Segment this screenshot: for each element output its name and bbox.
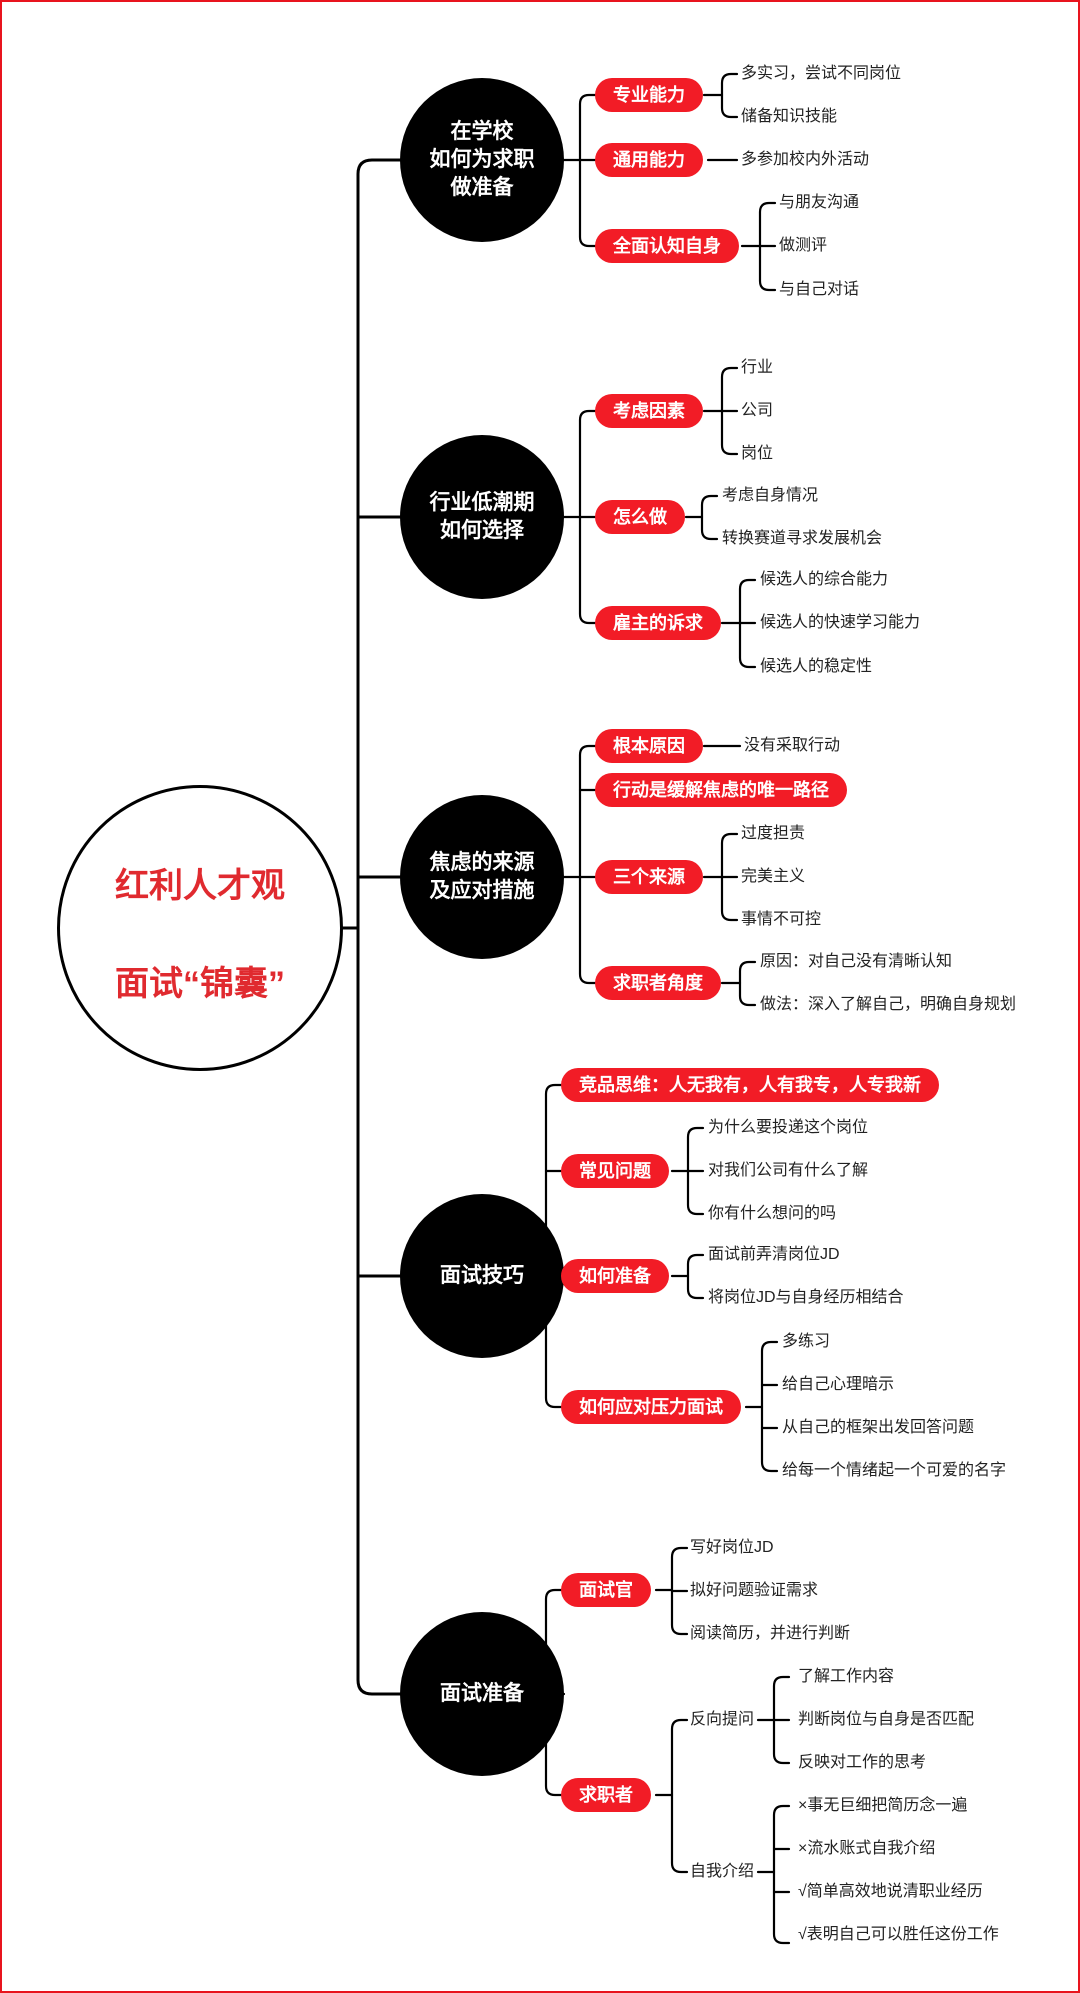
pill-job-seeker: 求职者 <box>561 1778 651 1812</box>
leaf-text: 过度担责 <box>741 825 806 842</box>
pill-how-to-prepare: 如何准备 <box>561 1259 669 1293</box>
leaf-text: 公司 <box>741 402 774 419</box>
pill-what-to-do: 怎么做 <box>595 500 685 534</box>
leaf-text: 了解工作内容 <box>798 1668 895 1685</box>
group-self-intro: 自我介绍 <box>690 1863 755 1880</box>
pill-three-sources: 三个来源 <box>595 860 703 894</box>
leaf-text: 岗位 <box>741 445 774 462</box>
leaf-text: 转换赛道寻求发展机会 <box>722 530 883 547</box>
pill-self-awareness: 全面认知自身 <box>595 229 739 263</box>
group-reverse-questions: 反向提问 <box>690 1711 755 1728</box>
leaf-text: ×事无巨细把简历念一遍 <box>798 1797 968 1814</box>
leaf-text: 考虑自身情况 <box>722 487 819 504</box>
leaf-text: 写好岗位JD <box>690 1539 774 1556</box>
pill-competitive-thinking: 竞品思维：人无我有，人有我专，人专我新 <box>561 1068 939 1102</box>
pill-interviewer: 面试官 <box>561 1573 651 1607</box>
leaf-text: 做法：深入了解自己，明确自身规划 <box>760 996 1017 1013</box>
pill-general-skills: 通用能力 <box>595 143 703 177</box>
leaf-text: 原因：对自己没有清晰认知 <box>760 953 953 970</box>
leaf-text: 反映对工作的思考 <box>798 1754 927 1771</box>
leaf-text: 拟好问题验证需求 <box>690 1582 819 1599</box>
root-title: 红利人才观 <box>115 867 285 905</box>
leaf-text: 给每一个情绪起一个可爱的名字 <box>782 1462 1007 1479</box>
leaf-text: 面试前弄清岗位JD <box>708 1246 840 1263</box>
branch-node-industry-downturn: 行业低潮期 如何选择 <box>400 435 564 599</box>
root-subtitle: 面试“锦囊” <box>115 965 285 1003</box>
leaf-text: ×流水账式自我介绍 <box>798 1840 936 1857</box>
root-node: 红利人才观 面试“锦囊” <box>57 785 343 1071</box>
leaf-text: 做测评 <box>779 237 828 254</box>
leaf-text: 多练习 <box>782 1333 831 1350</box>
pill-root-cause: 根本原因 <box>595 729 703 763</box>
pill-considerations: 考虑因素 <box>595 394 703 428</box>
leaf-text: 与朋友沟通 <box>779 194 860 211</box>
pill-employer-needs: 雇主的诉求 <box>595 606 721 640</box>
pill-job-seeker-angle: 求职者角度 <box>595 966 721 1000</box>
leaf-text: √简单高效地说清职业经历 <box>798 1883 983 1900</box>
leaf-text: 为什么要投递这个岗位 <box>708 1119 869 1136</box>
branch-node-school-prep: 在学校 如何为求职 做准备 <box>400 78 564 242</box>
leaf-text: 行业 <box>741 359 774 376</box>
branch-node-interview-skills: 面试技巧 <box>400 1194 564 1358</box>
leaf-text: 对我们公司有什么了解 <box>708 1162 869 1179</box>
leaf-text: 候选人的综合能力 <box>760 571 889 588</box>
pill-pressure-interview: 如何应对压力面试 <box>561 1390 741 1424</box>
leaf-text: 储备知识技能 <box>741 108 838 125</box>
leaf-text: 给自己心理暗示 <box>782 1376 895 1393</box>
leaf-text: 判断岗位与自身是否匹配 <box>798 1711 975 1728</box>
leaf-text: 阅读简历，并进行判断 <box>690 1625 851 1642</box>
leaf-text: 完美主义 <box>741 868 806 885</box>
pill-action-path: 行动是缓解焦虑的唯一路径 <box>595 773 847 807</box>
leaf-text: 候选人的稳定性 <box>760 658 873 675</box>
leaf-text: 你有什么想问的吗 <box>708 1205 837 1222</box>
leaf-text: 与自己对话 <box>779 281 860 298</box>
leaf-text: 从自己的框架出发回答问题 <box>782 1419 975 1436</box>
leaf-text: 多参加校内外活动 <box>741 151 870 168</box>
leaf-text: 候选人的快速学习能力 <box>760 614 921 631</box>
leaf-text: 没有采取行动 <box>744 737 841 754</box>
branch-node-interview-prep: 面试准备 <box>400 1612 564 1776</box>
leaf-text: 事情不可控 <box>741 911 822 928</box>
branch-node-anxiety: 焦虑的来源 及应对措施 <box>400 795 564 959</box>
leaf-text: 多实习，尝试不同岗位 <box>741 65 902 82</box>
leaf-text: √表明自己可以胜任这份工作 <box>798 1926 999 1943</box>
leaf-text: 将岗位JD与自身经历相结合 <box>708 1289 904 1306</box>
pill-common-questions: 常见问题 <box>561 1154 669 1188</box>
pill-professional-skills: 专业能力 <box>595 78 703 112</box>
